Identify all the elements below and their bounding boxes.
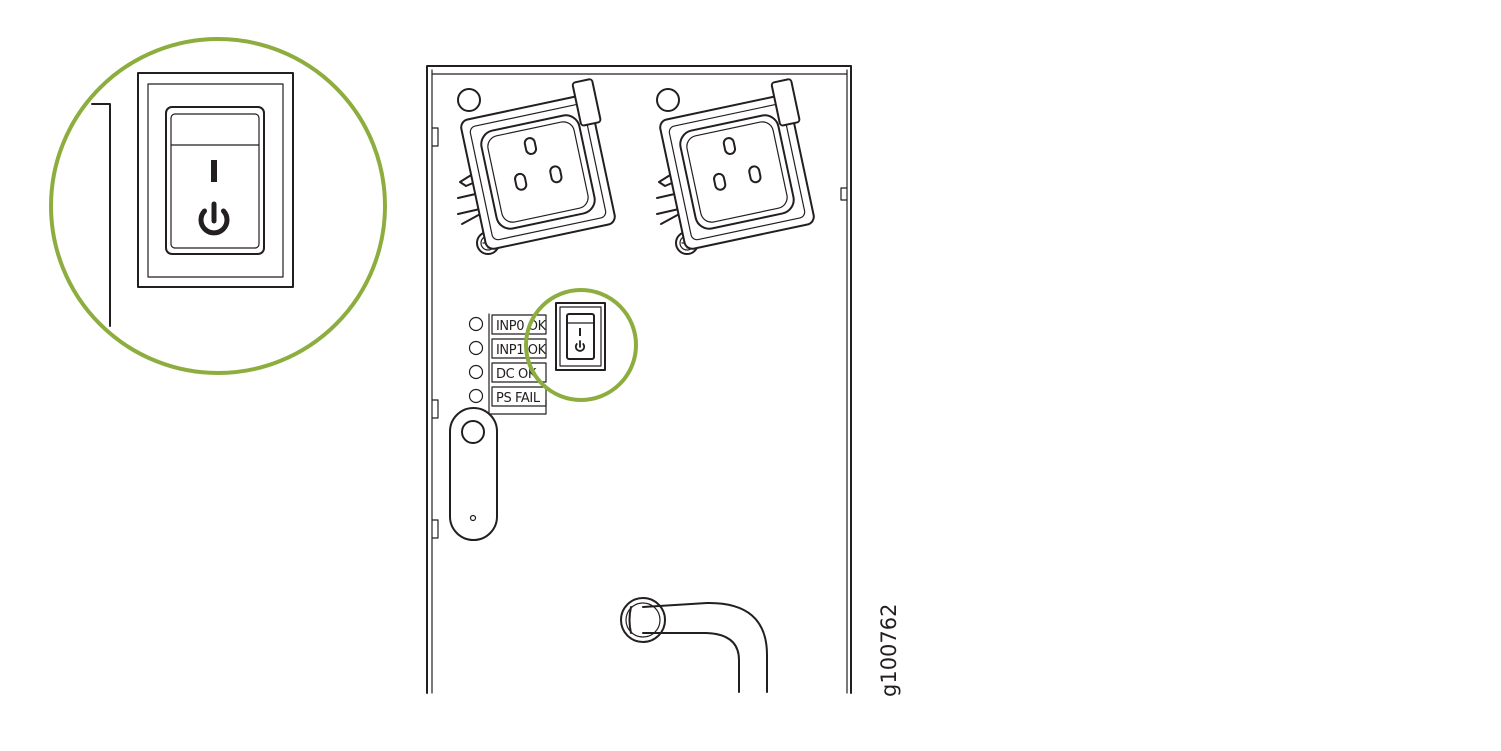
zoom-rocker-inner — [170, 113, 260, 249]
led-0-label: INP0 OK — [496, 319, 547, 334]
led-1-circle — [468, 340, 484, 356]
inlet-socket — [679, 114, 795, 230]
led-2-circle — [468, 364, 484, 380]
zoom-callout — [49, 37, 387, 375]
ejector-handle-inner — [642, 632, 740, 693]
mounting-hole-left — [457, 88, 481, 112]
power-supply-faceplate: INP0 OK INP1 OK DC OK PS FAIL — [426, 65, 852, 694]
led-indicator-2: DC OK — [468, 362, 547, 383]
led-indicator-0: INP0 OK — [468, 314, 547, 335]
inlet-latch — [770, 78, 801, 127]
led-2-label: DC OK — [496, 367, 537, 382]
power-switch-power-icon — [574, 340, 586, 352]
led-3-label: PS FAIL — [496, 391, 541, 406]
faceplate-notch-left-3 — [431, 519, 439, 539]
led-0-circle — [468, 316, 484, 332]
ejector-handle — [620, 597, 768, 693]
power-switch-bezel — [555, 302, 606, 371]
inlet-latch — [571, 78, 602, 127]
ejector-handle-cap — [628, 606, 632, 634]
handle-slot-hole — [461, 420, 485, 444]
power-switch — [555, 302, 606, 371]
power-icon — [198, 201, 230, 236]
handle-slot — [449, 407, 498, 541]
led-3-circle — [468, 388, 484, 404]
power-switch-highlight-ring — [524, 288, 638, 402]
faceplate-notch-left-1 — [431, 127, 439, 147]
inlet-pin-neutral — [549, 165, 563, 184]
zoom-housing-edge — [91, 103, 111, 327]
led-1-box — [491, 338, 547, 359]
zoom-callout-ring — [49, 37, 387, 375]
power-switch-rocker — [566, 313, 595, 360]
on-bar-icon — [211, 160, 217, 182]
handle-slot-outline — [449, 407, 498, 541]
ejector-pivot-inner — [625, 602, 661, 638]
faceplate-outline — [426, 65, 852, 694]
ejector-pivot-outer — [620, 597, 666, 643]
mounting-hole-right — [656, 88, 680, 112]
led-2-box — [491, 362, 547, 383]
power-switch-recess — [559, 306, 602, 367]
led-1-label: INP1 OK — [496, 343, 547, 358]
zoom-switch-recess — [147, 83, 284, 278]
led-panel: INP0 OK INP1 OK DC OK PS FAIL — [468, 313, 547, 415]
inlet-socket — [480, 114, 596, 230]
ac-inlet-1 — [656, 78, 815, 255]
led-indicator-3: PS FAIL — [468, 386, 547, 407]
handle-slot-rivet — [469, 514, 477, 522]
zoom-rocker-switch — [165, 106, 265, 255]
led-indicator-1: INP1 OK — [468, 338, 547, 359]
zoom-switch-bezel — [137, 72, 294, 288]
power-switch-on-bar-icon — [579, 328, 581, 336]
ejector-handle-outer — [642, 601, 768, 693]
inlet-pin-earth — [523, 137, 538, 155]
led-3-box — [491, 386, 547, 407]
figure-id: g100762 — [877, 604, 901, 698]
faceplate-notch-left-2 — [431, 399, 439, 419]
inlet-pin-line — [514, 172, 528, 191]
ac-inlet-0 — [457, 78, 616, 255]
faceplate-notch-right-1 — [840, 187, 848, 201]
led-0-box — [491, 314, 547, 335]
